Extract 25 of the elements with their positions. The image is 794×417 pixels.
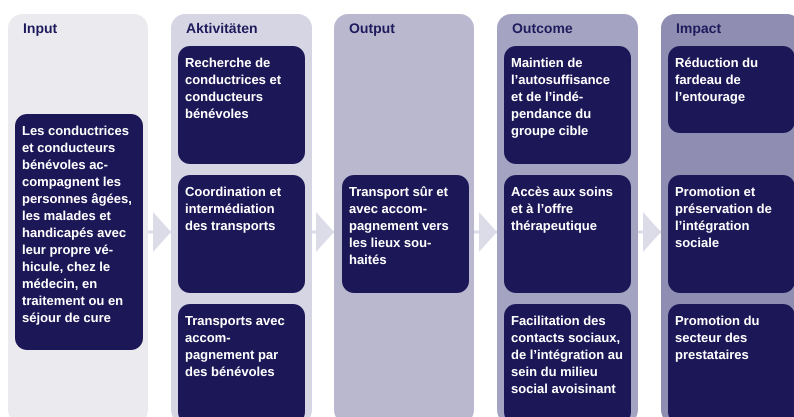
arrow xyxy=(312,212,334,252)
arrow xyxy=(474,212,497,252)
arrow xyxy=(148,212,171,252)
text-box: Les conductrices et conducteurs bénévoles ac- compagnent les personnes âgées, les malades et handicapés avec leur propre vé- hicule, chez le médecin, en traitement ou en séjour de cure xyxy=(15,114,143,350)
column-panel xyxy=(497,14,638,417)
text-box: Maintien de l’autosuffisance et de l’indé- pendance du groupe cible xyxy=(504,46,631,164)
arrow xyxy=(638,212,661,252)
column-heading: Outcome xyxy=(512,19,573,38)
column-panel xyxy=(334,14,474,417)
text-box: Accès aux soins et à l’offre thérapeutique xyxy=(504,175,631,293)
column-panel xyxy=(661,14,794,417)
column-heading: Impact xyxy=(676,19,722,38)
text-box: Réduction du fardeau de l’entourage xyxy=(668,46,794,133)
text-box: Recherche de conductrices et conducteurs bénévoles xyxy=(178,46,305,164)
column-panel xyxy=(171,14,312,417)
column-heading: Aktivitäten xyxy=(186,19,258,38)
column-panel xyxy=(8,14,148,417)
text-box: Coordination et intermédiation des transports xyxy=(178,175,305,293)
column-heading: Input xyxy=(23,19,58,38)
text-box: Transports avec accom- pagnement par des bénévoles xyxy=(178,304,305,417)
column-heading: Output xyxy=(349,19,395,38)
text-box: Promotion et préservation de l’intégration sociale xyxy=(668,175,794,293)
text-box: Transport sûr et avec accom- pagnement vers les lieux sou- haités xyxy=(342,175,469,293)
text-box: Facilitation des contacts sociaux, de l’intégration au sein du milieu social avoisinant xyxy=(504,304,631,417)
text-box: Promotion du secteur des prestataires xyxy=(668,304,794,417)
